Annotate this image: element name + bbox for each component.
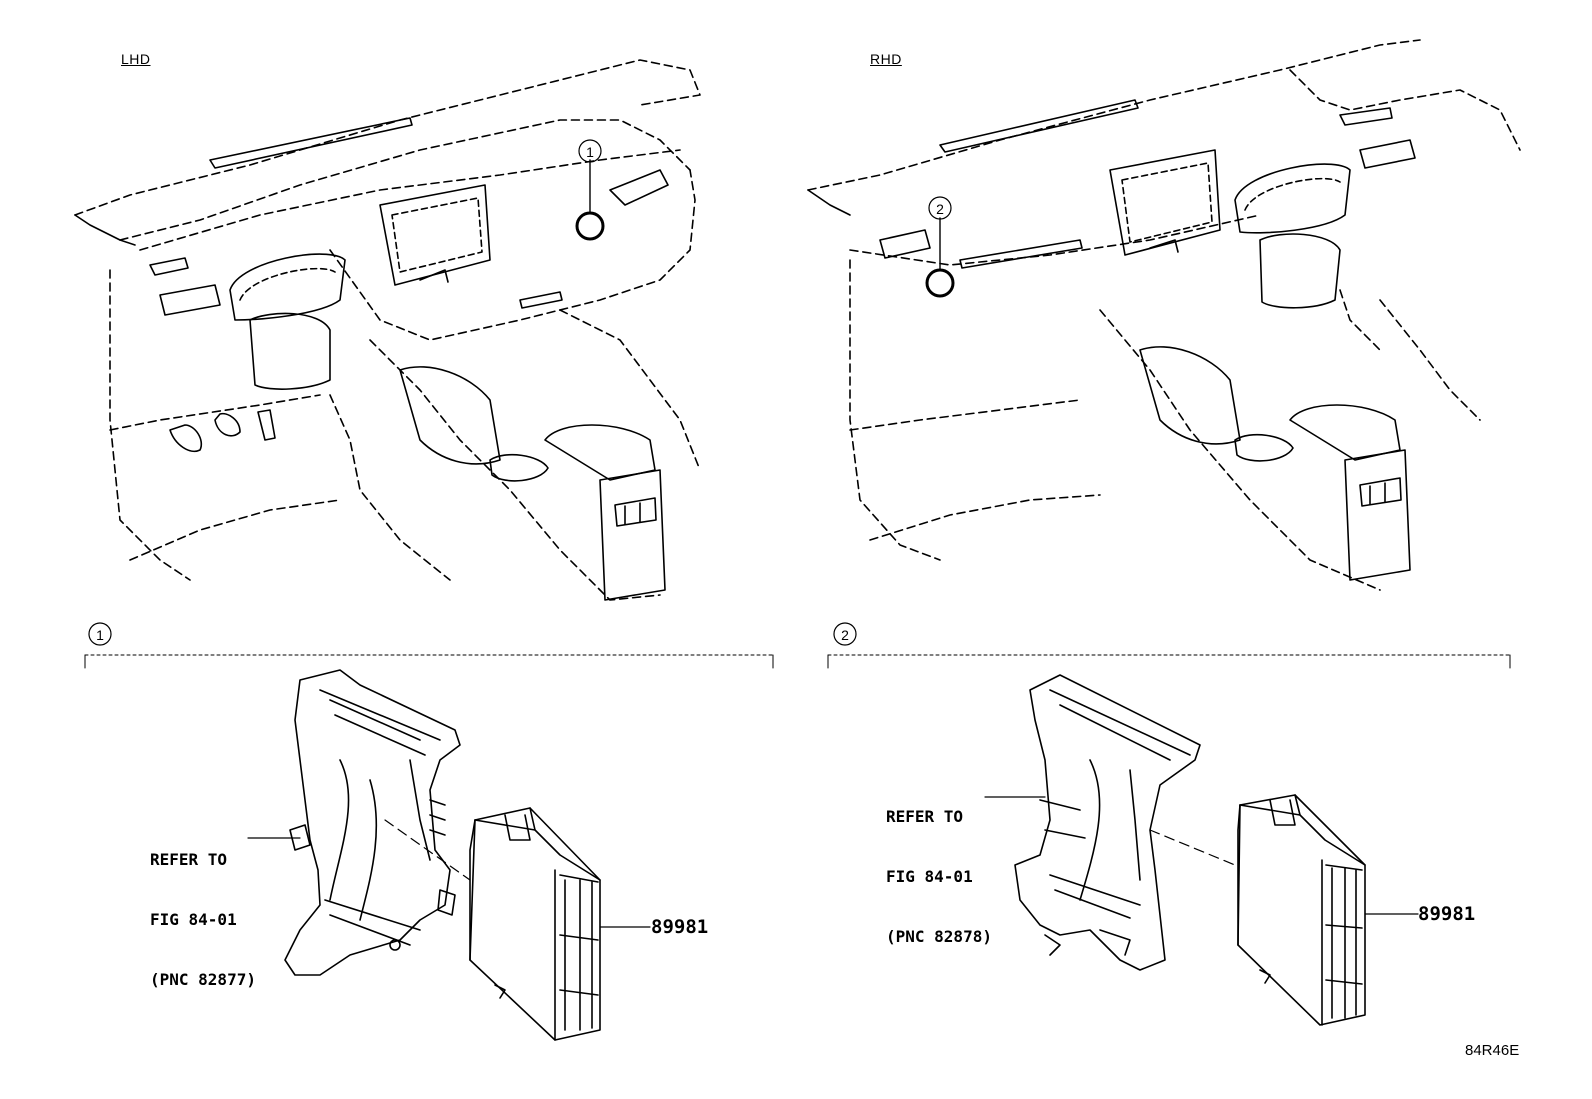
rhd-detail-bracket	[827, 622, 1511, 669]
rhd-refer-line1: REFER TO	[886, 807, 964, 826]
rhd-refer-callout: REFER TO FIG 84-01 (PNC 82878)	[886, 767, 992, 967]
lhd-view-label: LHD	[121, 51, 151, 67]
rhd-location-marker-number: 2	[936, 201, 944, 217]
lhd-part-number: 89981	[651, 916, 709, 938]
lhd-detail-bracket	[84, 622, 774, 669]
lhd-ecu-location-circle	[575, 211, 605, 241]
rhd-view-label: RHD	[870, 51, 902, 67]
illustration-code: 84R46E	[1465, 1042, 1520, 1059]
lhd-detail-marker-number: 1	[96, 627, 104, 643]
rhd-refer-line3: (PNC 82878)	[886, 927, 992, 946]
rhd-part-number: 89981	[1418, 903, 1476, 925]
rhd-ecu-module-drawing	[1237, 794, 1366, 1026]
lhd-refer-line3: (PNC 82877)	[150, 970, 256, 989]
rhd-dashboard-illustration	[807, 39, 1521, 591]
lhd-dashboard-illustration	[74, 59, 701, 601]
rhd-ecu-location-circle	[925, 268, 955, 298]
rhd-ecu-bracket-drawing	[1014, 674, 1201, 971]
rhd-detail-marker-number: 2	[841, 627, 849, 643]
lhd-ecu-module-drawing	[469, 807, 601, 1041]
lhd-refer-line2: FIG 84-01	[150, 910, 237, 929]
lhd-refer-callout: REFER TO FIG 84-01 (PNC 82877)	[150, 810, 256, 1010]
lhd-location-marker-number: 1	[586, 144, 594, 160]
lhd-refer-line1: REFER TO	[150, 850, 228, 869]
rhd-refer-line2: FIG 84-01	[886, 867, 973, 886]
lhd-ecu-bracket-drawing	[284, 669, 461, 976]
